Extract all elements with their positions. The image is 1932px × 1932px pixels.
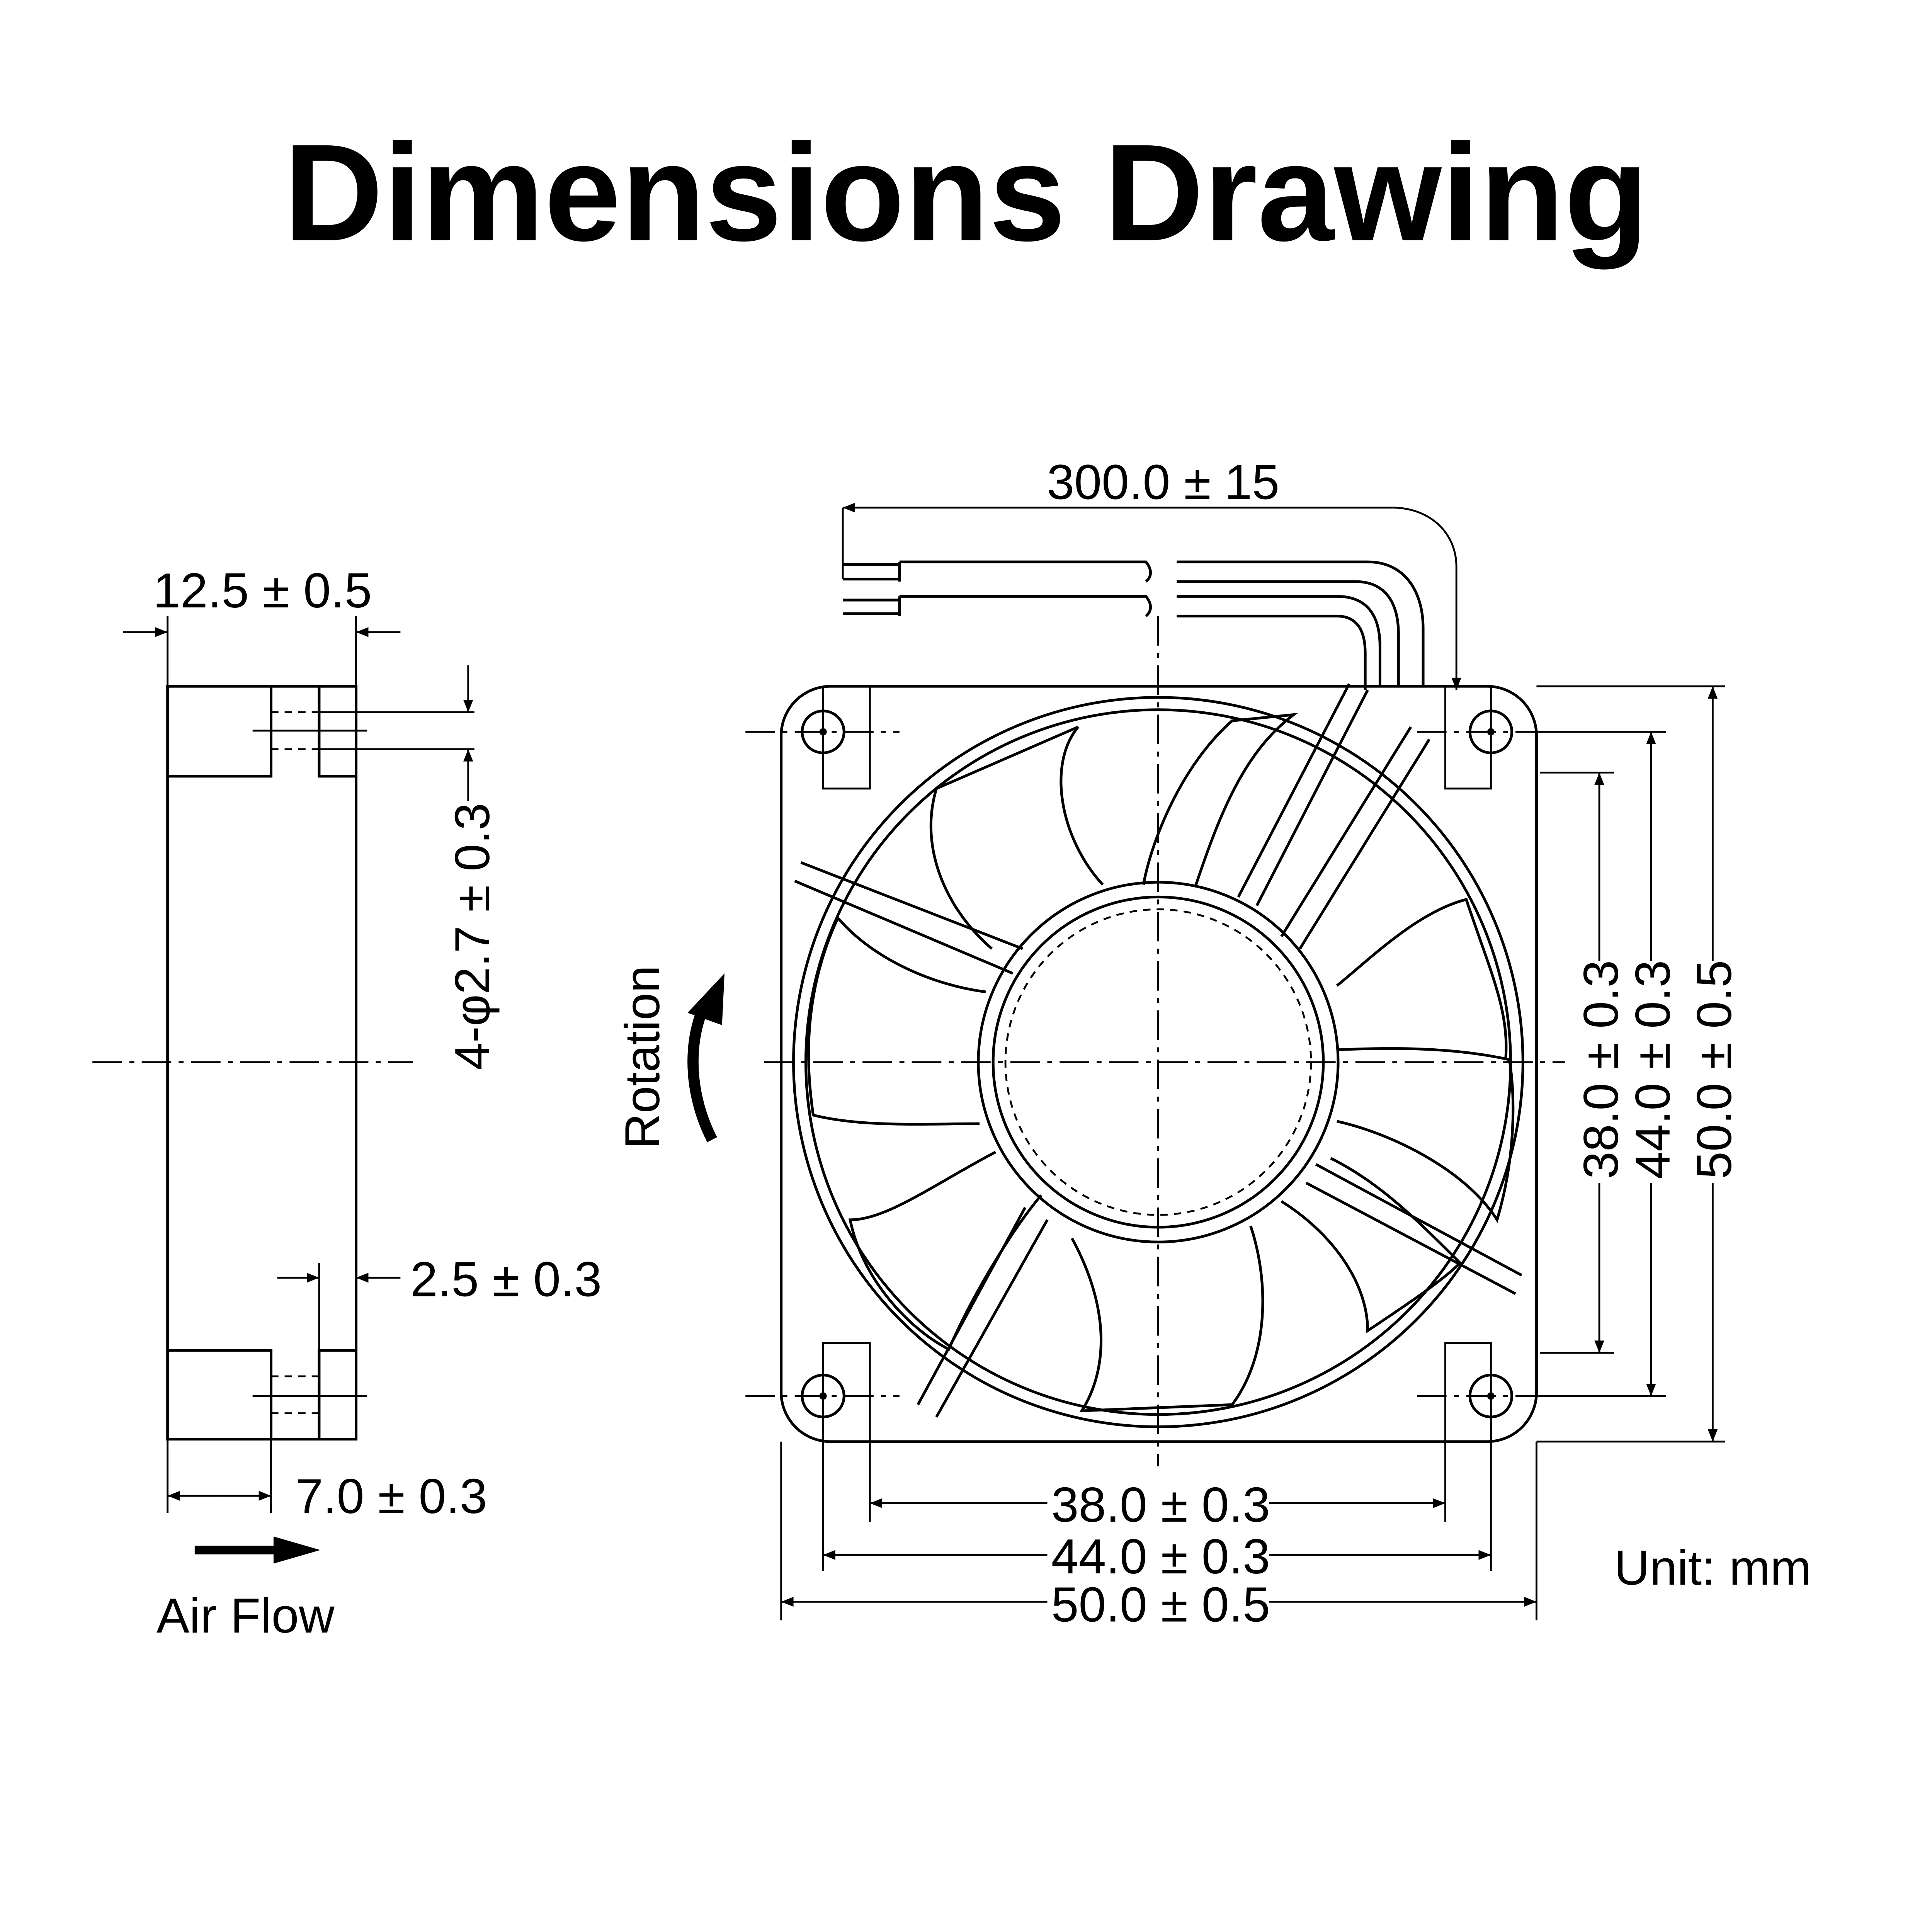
hole-diameter-dimension: 4-φ2.7 ± 0.3 xyxy=(445,803,500,1070)
fan-struts xyxy=(794,683,1522,1418)
airflow-arrow-icon xyxy=(194,1536,321,1564)
dim-38-vertical: 38.0 ± 0.3 xyxy=(1574,960,1629,1179)
dim-50-vertical: 50.0 ± 0.5 xyxy=(1687,960,1742,1179)
unit-label: Unit: mm xyxy=(1614,1541,1811,1595)
page-title: Dimensions Drawing xyxy=(284,116,1648,270)
thickness-dimension: 12.5 ± 0.5 xyxy=(153,563,372,618)
flange-thickness-dimension: 2.5 ± 0.3 xyxy=(410,1252,602,1307)
cable-length-dimension: 300.0 ± 15 xyxy=(1047,455,1279,510)
cable xyxy=(843,560,1425,690)
dim-38-horizontal: 38.0 ± 0.3 xyxy=(1051,1478,1270,1532)
rotation-label: Rotation xyxy=(615,965,670,1149)
hole-offset-dimension: 7.0 ± 0.3 xyxy=(296,1469,487,1524)
dim-50-horizontal: 50.0 ± 0.5 xyxy=(1051,1577,1270,1632)
side-view: 12.5 ± 0.5 4-φ2.7 ± 0.3 2.5 ± 0.3 7.0 ± … xyxy=(92,563,602,1643)
airflow-label: Air Flow xyxy=(156,1588,335,1643)
fan-blades xyxy=(807,713,1515,1412)
dim-44-horizontal: 44.0 ± 0.3 xyxy=(1051,1529,1270,1584)
front-view: 300.0 ± 15 Rotation 38.0 ± 0.3 44.0 ± 0.… xyxy=(615,455,1742,1632)
rotation-arrow-icon xyxy=(687,973,724,1143)
dim-44-vertical: 44.0 ± 0.3 xyxy=(1626,960,1680,1179)
